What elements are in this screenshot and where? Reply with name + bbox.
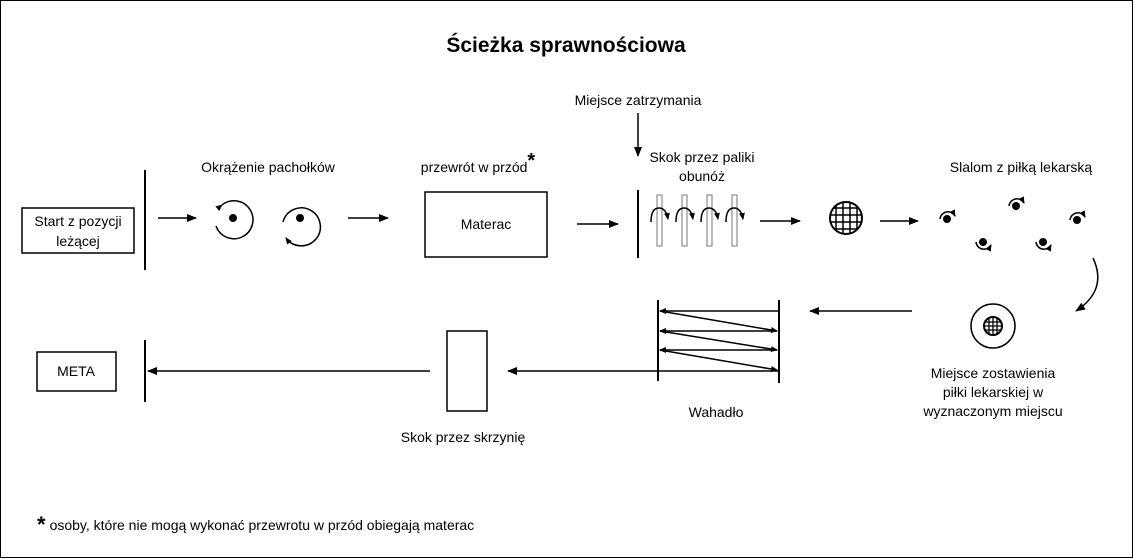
start-label-line2: leżącej <box>56 233 100 249</box>
slalom-cone-icon <box>939 209 956 223</box>
start-label-line1: Start z pozycji <box>34 213 121 229</box>
slalom-cone-icon <box>1008 196 1025 210</box>
roll-asterisk: * <box>527 150 535 172</box>
poles-label-line1: Skok przez paliki <box>649 149 754 165</box>
slalom-cone-icon <box>1035 238 1052 252</box>
roll-label: przewrót w przód* <box>421 150 536 175</box>
stop-place-label: Miejsce zatrzymania <box>575 92 702 108</box>
poles-icon <box>650 194 745 247</box>
medicine-ball-icon <box>829 201 863 235</box>
mat-box <box>424 191 548 258</box>
poles-label-line2: obunóż <box>679 168 725 184</box>
footnote-asterisk: * <box>37 512 46 537</box>
mat-label: Materac <box>461 216 512 232</box>
footnote: *osoby, które nie mogą wykonać przewrotu… <box>37 512 474 537</box>
vaulting-box <box>446 330 488 412</box>
slalom-cone-icon <box>975 238 992 252</box>
ball-place-icon <box>970 303 1016 349</box>
slalom-label: Slalom z piłką lekarską <box>950 159 1093 175</box>
finish-box <box>36 351 117 392</box>
box-jump-label: Skok przez skrzynię <box>401 429 526 445</box>
ball-place-line2: piłki lekarskiej w <box>943 384 1044 400</box>
pendulum-label: Wahadło <box>689 404 744 420</box>
start-box <box>21 207 135 254</box>
pendulum-run-icon <box>507 300 780 383</box>
ball-place-line3: wyznaczonym miejscu <box>922 403 1062 419</box>
diagram-title: Ścieżka sprawnościowa <box>446 33 686 57</box>
curved-flow-arrow <box>1075 257 1099 312</box>
cone-2-icon <box>282 207 322 247</box>
cone-1-icon <box>215 200 254 240</box>
finish-label: META <box>57 363 96 379</box>
ball-place-line1: Miejsce zostawienia <box>931 365 1056 381</box>
cones-label: Okrążenie pachołków <box>201 159 336 175</box>
slalom-cone-icon <box>1069 210 1086 224</box>
